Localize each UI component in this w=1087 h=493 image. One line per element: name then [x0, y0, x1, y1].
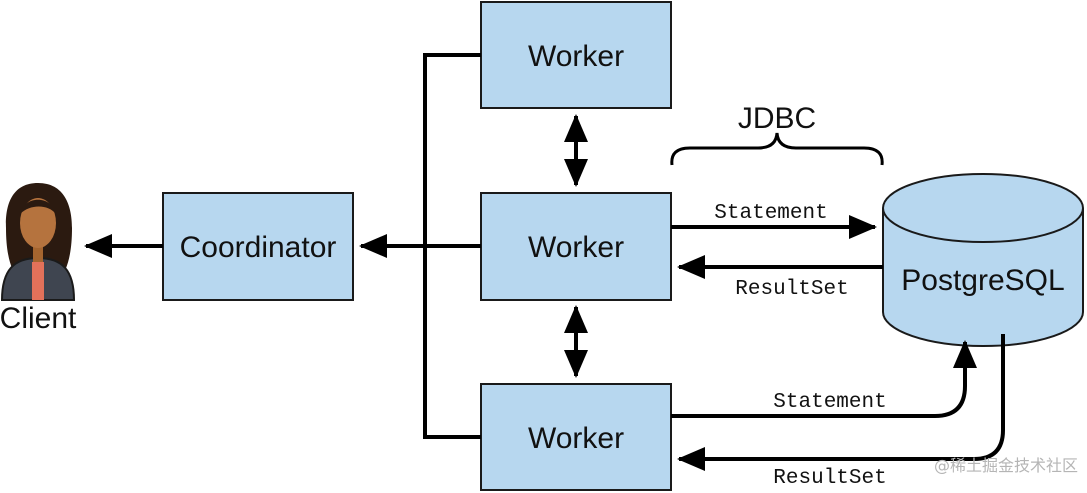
worker-bottom-label: Worker: [528, 422, 624, 455]
statement-bottom-arrow: [671, 340, 977, 418]
resultset-mid-label: ResultSet: [735, 278, 848, 301]
client-person-icon: [0, 183, 76, 301]
jdbc-brace: [670, 132, 884, 166]
worker-top-label: Worker: [528, 40, 624, 73]
postgresql-label: PostgreSQL: [901, 264, 1064, 297]
statement-mid-label: Statement: [714, 202, 827, 225]
coordinator-node: Coordinator: [162, 192, 354, 301]
worker-mid-label: Worker: [528, 231, 624, 264]
worker-mid-node: Worker: [480, 192, 672, 301]
client-label: Client: [0, 302, 77, 335]
resultset-bottom-arrow: [677, 334, 1005, 471]
worker-bottom-node: Worker: [480, 383, 672, 491]
postgresql-database: PostgreSQL: [882, 173, 1084, 347]
resultset-bottom-label: ResultSet: [773, 467, 886, 490]
jdbc-label: JDBC: [738, 102, 816, 135]
coordinator-label: Coordinator: [180, 231, 337, 264]
worker-top-node: Worker: [480, 1, 672, 109]
statement-bottom-label: Statement: [773, 391, 886, 414]
watermark-text: @稀土掘金技术社区: [934, 456, 1078, 475]
